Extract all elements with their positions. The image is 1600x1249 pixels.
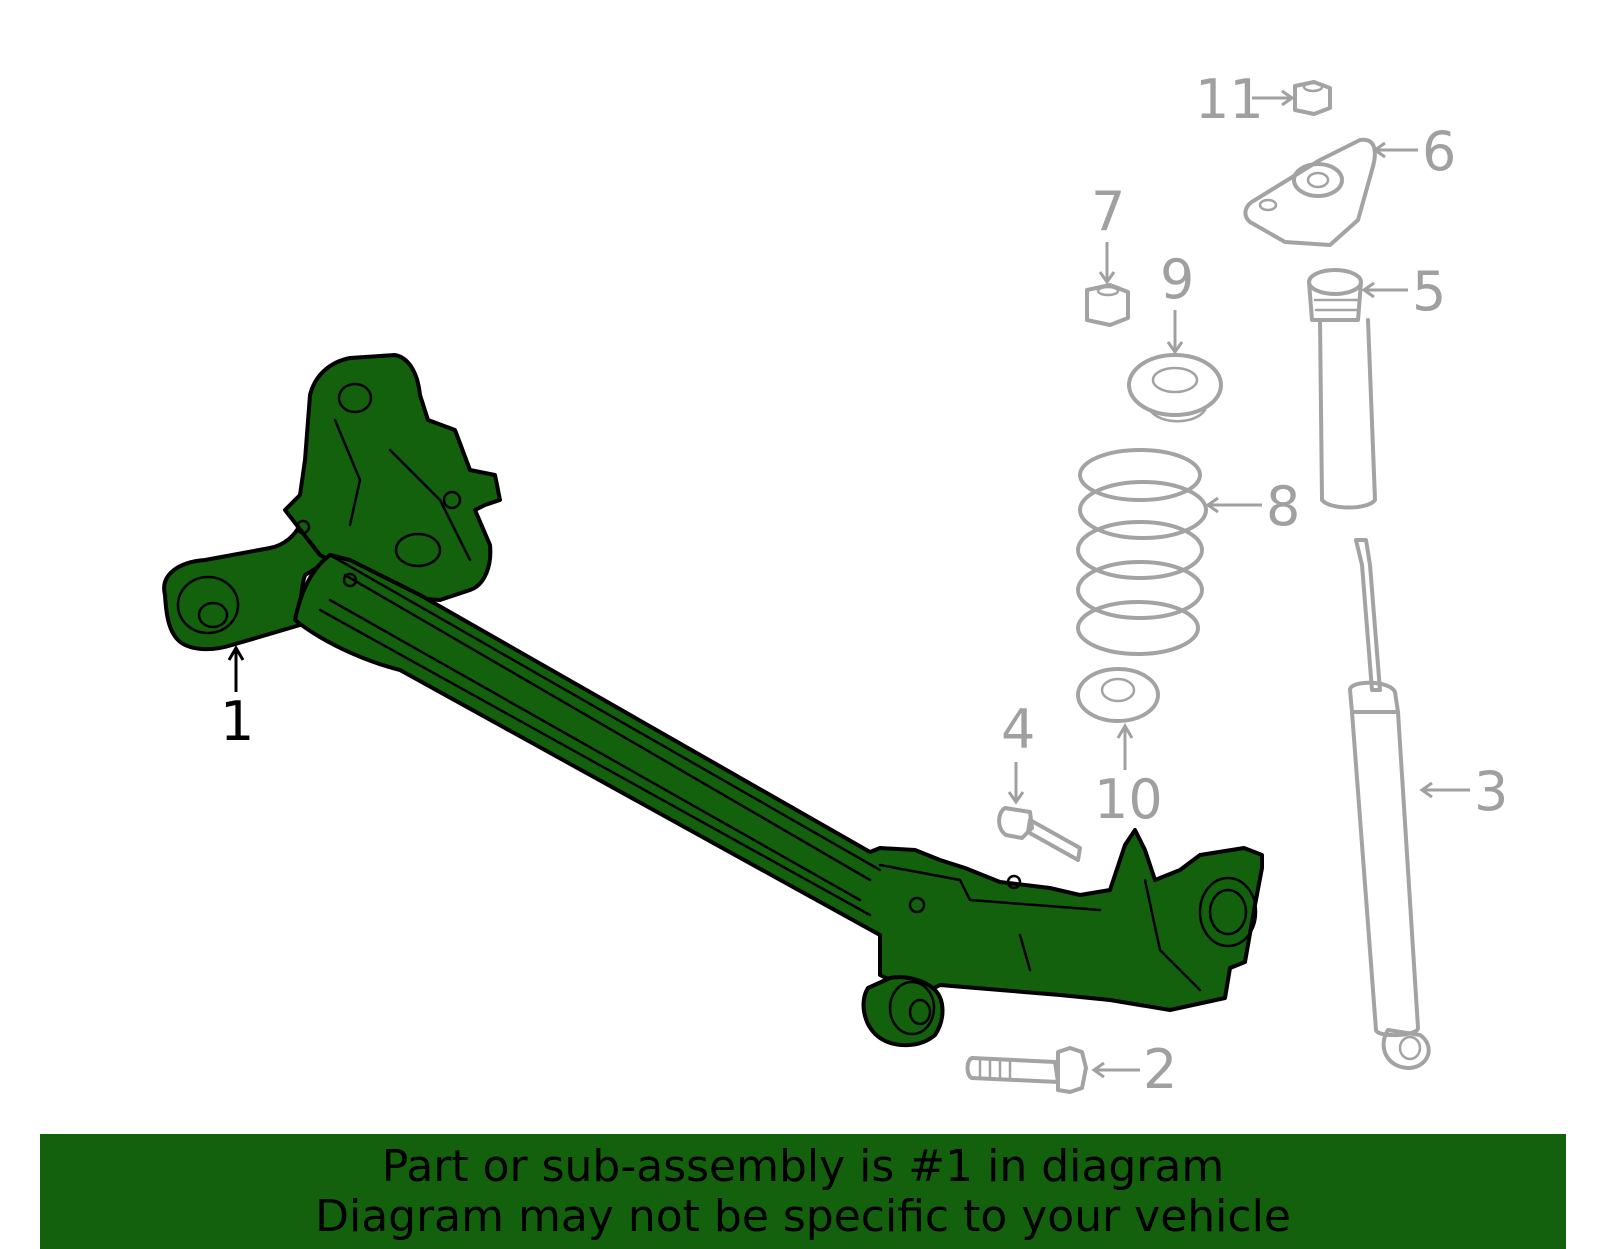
bolt-part-4[interactable] <box>997 806 1082 862</box>
callout-1: 1 <box>220 690 254 753</box>
shock-absorber-part-3[interactable] <box>1348 538 1431 1070</box>
spring-seat-upper-part-9[interactable] <box>1127 353 1223 423</box>
upper-mount-part-6[interactable] <box>1243 137 1377 247</box>
nut-part-7[interactable] <box>1085 283 1130 327</box>
callout-10: 10 <box>1094 768 1163 831</box>
nut-part-11[interactable] <box>1293 80 1332 116</box>
callout-8: 8 <box>1266 475 1300 538</box>
callout-7: 7 <box>1091 180 1125 243</box>
banner-line-1: Part or sub-assembly is #1 in diagram <box>381 1140 1225 1192</box>
callout-11: 11 <box>1195 68 1264 131</box>
rear-axle-beam[interactable] <box>162 353 1264 1048</box>
callout-4: 4 <box>1001 698 1035 761</box>
spring-seat-lower-part-10[interactable] <box>1076 667 1160 723</box>
callout-9: 9 <box>1160 248 1194 311</box>
bolt-part-2[interactable] <box>965 1046 1088 1094</box>
dust-boot-part-5[interactable] <box>1307 268 1377 510</box>
callout-3: 3 <box>1474 760 1508 823</box>
callout-labels: 1 2 3 4 5 6 7 8 9 10 11 <box>220 68 1508 1101</box>
info-banner: Part or sub-assembly is #1 in diagram Di… <box>40 1134 1566 1249</box>
leader-arrows <box>227 89 1470 1079</box>
banner-line-2: Diagram may not be specific to your vehi… <box>315 1190 1291 1242</box>
callout-2: 2 <box>1143 1038 1177 1101</box>
callout-5: 5 <box>1412 260 1446 323</box>
callout-6: 6 <box>1422 120 1456 183</box>
coil-spring-part-8[interactable] <box>1076 448 1208 656</box>
